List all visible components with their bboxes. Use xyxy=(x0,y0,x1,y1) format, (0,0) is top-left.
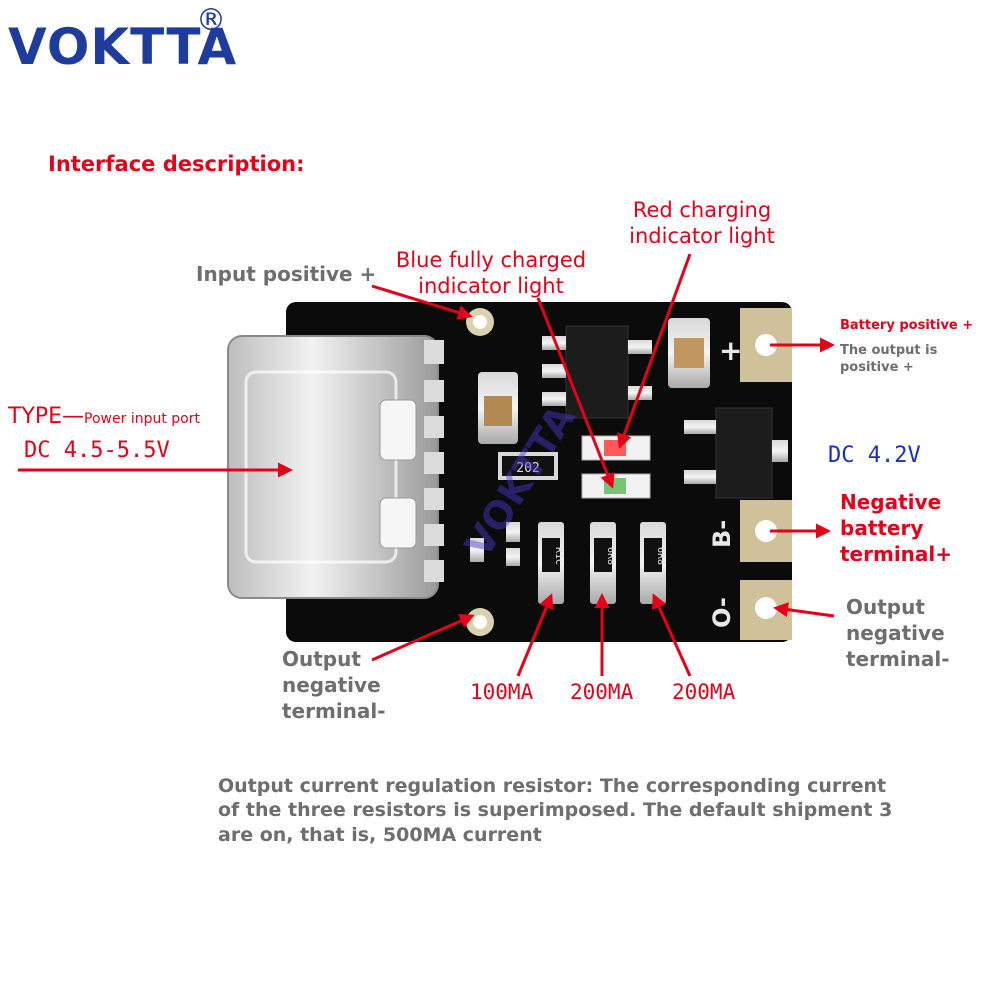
label-dc-input: DC 4.5-5.5V xyxy=(24,438,170,463)
label-type-port: TYPE—Power input port xyxy=(8,406,200,428)
silk-o-minus: O- xyxy=(708,597,736,628)
footnote: Output current regulation resistor: The … xyxy=(218,774,892,847)
pad-output-negative xyxy=(740,580,792,640)
label-power-port: Power input port xyxy=(84,411,200,427)
label-dc-output: DC 4.2V xyxy=(828,443,921,468)
resistor-100ma xyxy=(538,522,564,604)
resistor-code-3: 6R8 xyxy=(655,547,666,565)
label-output-positive-line2: positive + xyxy=(840,359,914,375)
label-negative-battery-line3: terminal+ xyxy=(840,542,953,566)
label-resistor-200ma-b: 200MA xyxy=(672,680,736,704)
label-blue-led-line2: indicator light xyxy=(418,274,564,298)
resistor-main-code: 202 xyxy=(516,461,539,476)
label-blue-led-line1: Blue fully charged xyxy=(395,248,587,272)
label-output-negative-left: Output negative terminal- xyxy=(282,646,386,724)
smd-pad xyxy=(506,522,520,542)
chip-top xyxy=(542,325,652,419)
label-resistor-200ma-a: 200MA xyxy=(570,680,634,704)
label-output-negative-right-line1: Output xyxy=(846,595,925,619)
label-input-positive: Input positive + xyxy=(196,262,377,286)
label-negative-battery-line1: Negative xyxy=(840,490,942,514)
footnote-line2: of the three resistors is superimposed. … xyxy=(218,799,893,822)
chip-right xyxy=(684,407,788,499)
label-output-negative-left-line2: negative xyxy=(282,673,381,697)
label-red-led: Red charging indicator light xyxy=(600,200,804,247)
mounting-hole-bottom xyxy=(466,608,494,636)
silk-b-minus: B- xyxy=(708,520,736,548)
label-output-negative-left-line1: Output xyxy=(282,647,361,671)
label-output-positive: The output is positive + xyxy=(840,343,937,377)
capacitor-left xyxy=(478,372,518,444)
resistor-main xyxy=(498,452,558,480)
resistor-code-1: R1C xyxy=(553,547,564,565)
usb-c-connector xyxy=(227,335,444,599)
label-negative-battery-line2: battery xyxy=(840,516,924,540)
label-type-prefix: TYPE— xyxy=(8,404,85,429)
arrow-input-positive xyxy=(371,284,473,320)
resistor-200ma-a xyxy=(590,522,616,604)
arrow-red-led xyxy=(617,253,692,449)
label-resistor-100ma: 100MA xyxy=(470,680,534,704)
label-output-negative-right-line2: negative xyxy=(846,621,945,645)
arrow-output-negative-left xyxy=(371,613,475,662)
led-blue xyxy=(581,473,651,499)
label-output-negative-right-line3: terminal- xyxy=(846,647,950,671)
label-blue-led: Blue fully charged indicator light xyxy=(380,250,602,297)
arrow-res-200ma-b xyxy=(652,593,692,677)
silk-plus: + xyxy=(719,334,742,367)
footnote-line3: are on, that is, 500MA current xyxy=(218,823,542,846)
label-red-led-line1: Red charging xyxy=(632,198,772,222)
mounting-hole-top xyxy=(466,308,494,336)
resistor-code-2: 6R8 xyxy=(605,547,616,565)
capacitor-right xyxy=(668,318,710,388)
interface-heading: Interface description: xyxy=(48,152,305,176)
label-negative-battery: Negative battery terminal+ xyxy=(840,489,952,567)
label-battery-positive: Battery positive + xyxy=(840,318,974,333)
resistor-200ma-b xyxy=(640,522,666,604)
label-output-negative-right: Output negative terminal- xyxy=(846,594,950,672)
smd-pad xyxy=(470,538,484,562)
arrow-blue-led xyxy=(536,297,615,489)
brand-logo: VOKTTA xyxy=(8,18,238,76)
arrow-output-negative-right xyxy=(773,602,835,618)
label-red-led-line2: indicator light xyxy=(629,224,775,248)
label-output-positive-line1: The output is xyxy=(840,343,938,358)
label-output-negative-left-line3: terminal- xyxy=(282,699,386,723)
registered-mark: ® xyxy=(196,3,226,38)
arrow-res-100ma xyxy=(516,593,554,677)
smd-pad xyxy=(506,548,520,566)
footnote-line1: Output current regulation resistor: The … xyxy=(218,775,887,797)
